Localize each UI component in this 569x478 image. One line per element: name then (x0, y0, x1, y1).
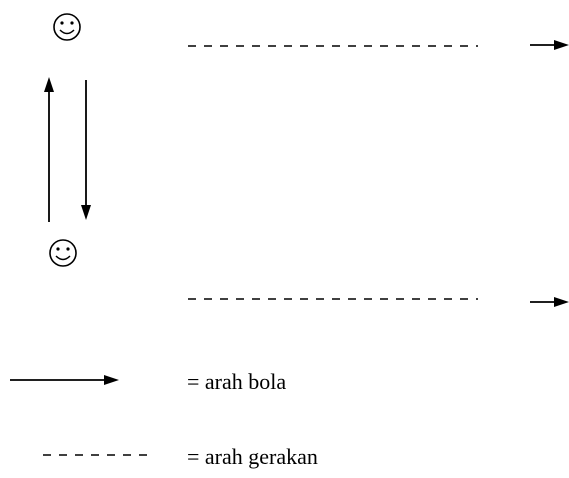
player-top-smiley-icon (53, 13, 81, 41)
legend-ball-direction-label: = arah bola (187, 369, 287, 394)
legend-ball-arrow-icon (10, 375, 119, 385)
ball-pass-up-arrow-icon (44, 77, 54, 222)
legend-movement-direction-label: = arah gerakan (187, 444, 318, 469)
right-arrow-top-icon (530, 40, 569, 50)
ball-pass-down-arrow-icon (81, 80, 91, 220)
player-bottom-smiley-icon (49, 239, 77, 267)
right-arrow-bottom-icon (530, 297, 569, 307)
